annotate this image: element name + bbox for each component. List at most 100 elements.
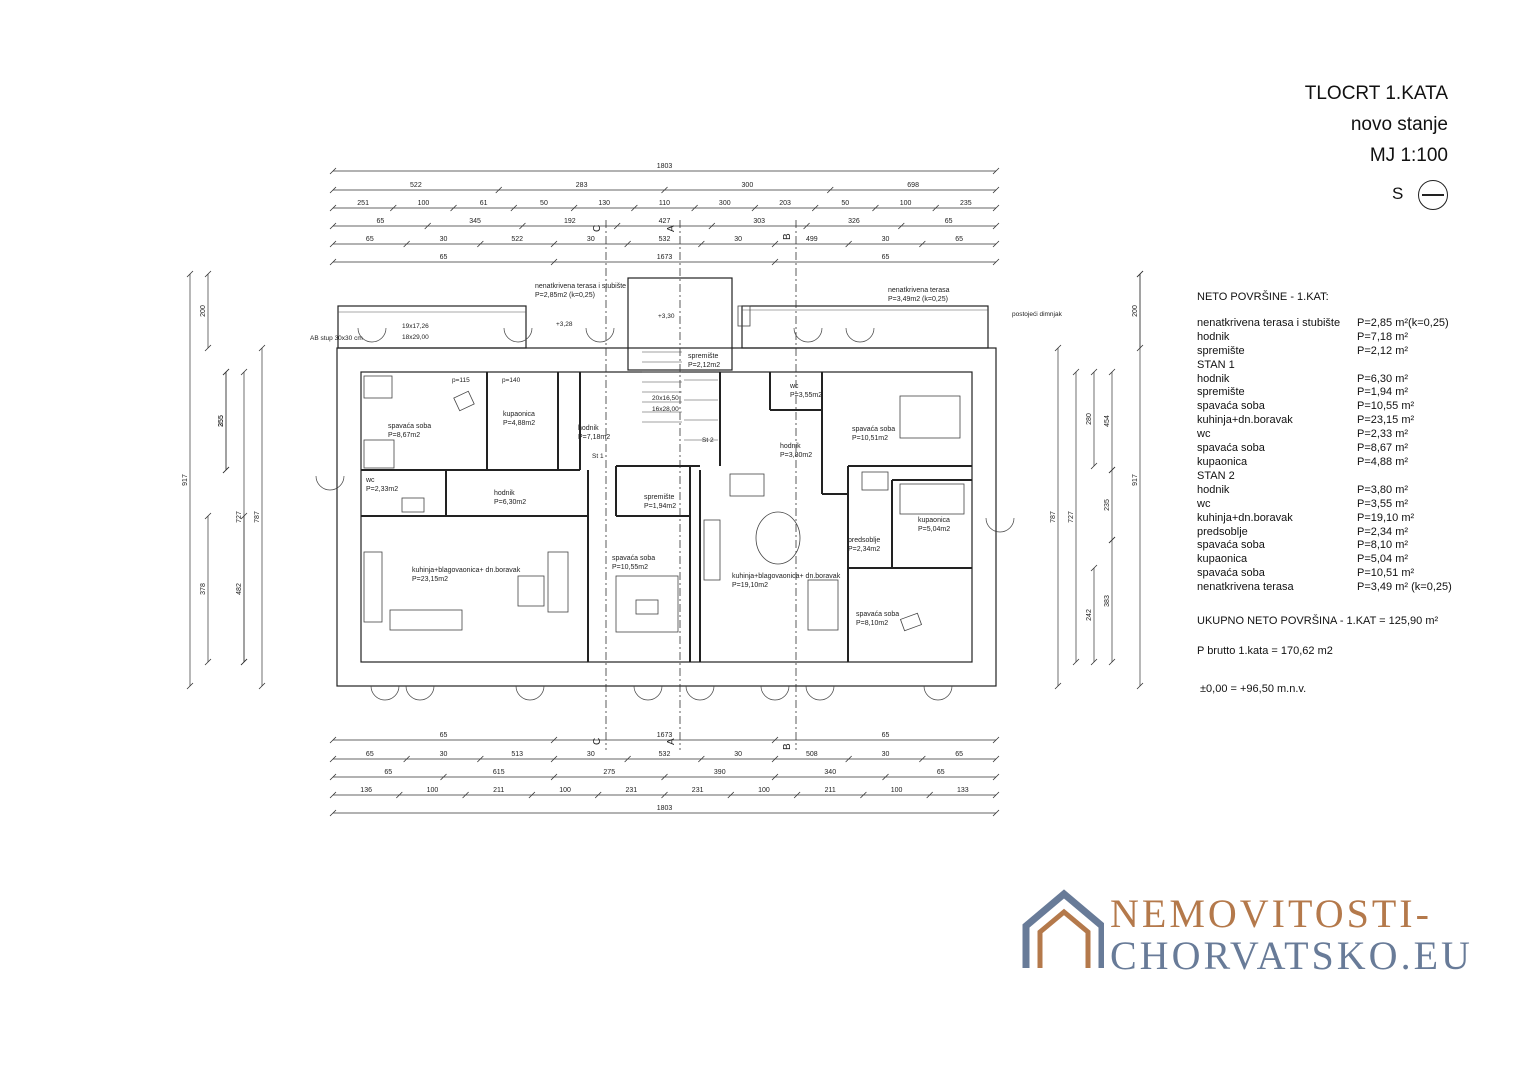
dimension-label: 727	[1068, 511, 1075, 523]
dimension-tick	[992, 773, 1000, 781]
net-area-room-name: wc	[1197, 497, 1211, 510]
dimension-tick	[1090, 462, 1098, 470]
net-area-room-name: spavaća soba	[1197, 442, 1265, 455]
dimension-tick	[1072, 658, 1080, 666]
drawing-scale: MJ 1:100	[1369, 145, 1448, 166]
dimension-tick	[519, 222, 526, 230]
dimension-label: 65	[366, 236, 374, 243]
dimension-label: 522	[511, 236, 523, 243]
north-label: S	[1392, 184, 1404, 203]
room-area: P=10,55m2	[612, 564, 648, 571]
window-swing	[315, 475, 345, 491]
dimension-tick	[1090, 658, 1098, 666]
dimension-tick	[550, 755, 558, 763]
dimension-tick	[240, 658, 248, 666]
net-area-room-value: P=1,94 m²	[1357, 386, 1409, 399]
dimension-tick	[872, 204, 879, 212]
dimension-tick	[1108, 368, 1116, 376]
dimension-tick	[771, 773, 779, 781]
staircase	[642, 351, 718, 441]
dimension-label: 65	[440, 732, 448, 739]
dimension-label: 231	[692, 787, 704, 794]
net-area-room-name: spremište	[1197, 344, 1245, 357]
house-logo-icon	[1022, 889, 1104, 968]
dimension-tick	[403, 755, 410, 763]
net-area-room-name: kupaonica	[1197, 553, 1248, 566]
dimension-label: 231	[626, 787, 638, 794]
dimension-label: 50	[841, 200, 849, 207]
net-area-room-name: STAN 2	[1197, 469, 1235, 482]
dimension-tick	[424, 222, 431, 230]
exterior-walls	[336, 277, 997, 687]
window-swing	[805, 685, 835, 701]
dimension-tick	[771, 258, 779, 266]
room-label: wc	[365, 477, 375, 484]
net-area-room-value: P=8,10 m²	[1357, 539, 1409, 552]
dimension-tick	[613, 222, 621, 230]
room-label: kuhinja+blagovaonica+ dn.boravak	[412, 567, 521, 574]
net-area-room-value: P=19,10 m²	[1357, 511, 1415, 524]
dimension-label: 427	[659, 218, 671, 225]
net-area-row: STAN 2	[1197, 470, 1452, 484]
dimension-tick	[932, 204, 940, 212]
dimension-tick	[258, 344, 266, 352]
north-needle	[1422, 194, 1444, 196]
dimension-tick	[826, 186, 834, 194]
dimension-label: 787	[254, 511, 261, 523]
dimension-label: 251	[357, 200, 369, 207]
dimension-label: 1673	[657, 254, 673, 261]
dimension-label: 30	[882, 751, 890, 758]
dimension-tick	[222, 368, 230, 376]
dimension-tick	[329, 736, 337, 744]
dimension-label: 522	[410, 182, 422, 189]
dimension-label: 917	[1132, 474, 1139, 486]
dimension-label: 698	[907, 182, 919, 189]
dimension-tick	[204, 512, 212, 520]
dimension-label: 340	[824, 769, 836, 776]
dimension-tick	[477, 755, 484, 763]
net-area-room-name: predsoblje	[1197, 525, 1248, 538]
plan-annotation: 20x16,50	[652, 395, 679, 402]
net-area-room-name: nenatkrivena terasa	[1197, 581, 1294, 594]
room-label: spremište	[688, 353, 718, 360]
room-label: spremište	[644, 494, 674, 501]
dimension-tick	[329, 186, 337, 194]
dimension-tick	[1090, 368, 1098, 376]
dimension-tick	[477, 240, 484, 248]
dimension-tick	[550, 258, 558, 266]
dimension-tick	[1072, 368, 1080, 376]
dimension-tick	[751, 204, 759, 212]
net-area-room-value: P=3,80 m²	[1357, 483, 1409, 496]
dimension-label: 30	[440, 751, 448, 758]
dimension-tick	[389, 204, 397, 212]
room-label: spavaća soba	[388, 423, 431, 430]
dimension-tick	[495, 186, 503, 194]
room-labels: spavaća sobaP=8,67m2kupaonicaP=4,88m2hod…	[365, 283, 950, 627]
room-label: predsoblje	[848, 537, 880, 544]
reference-level: ±0,00 = +96,50 m.n.v.	[1200, 683, 1307, 695]
plan-annotation: 18x29,00	[402, 334, 429, 341]
dimension-label: 513	[511, 751, 523, 758]
dimension-label: 300	[719, 200, 731, 207]
dimension-label: 532	[659, 751, 671, 758]
dimension-tick	[992, 204, 1000, 212]
dimension-label: 30	[882, 236, 890, 243]
dimension-label: 211	[493, 787, 504, 794]
window-swing	[370, 685, 400, 701]
dimension-label: 508	[806, 751, 818, 758]
dimension-tick	[329, 204, 337, 212]
dimension-label: 130	[598, 200, 610, 207]
dimension-tick	[992, 791, 1000, 799]
dimension-tick	[204, 658, 212, 666]
dimension-tick	[1136, 344, 1144, 352]
